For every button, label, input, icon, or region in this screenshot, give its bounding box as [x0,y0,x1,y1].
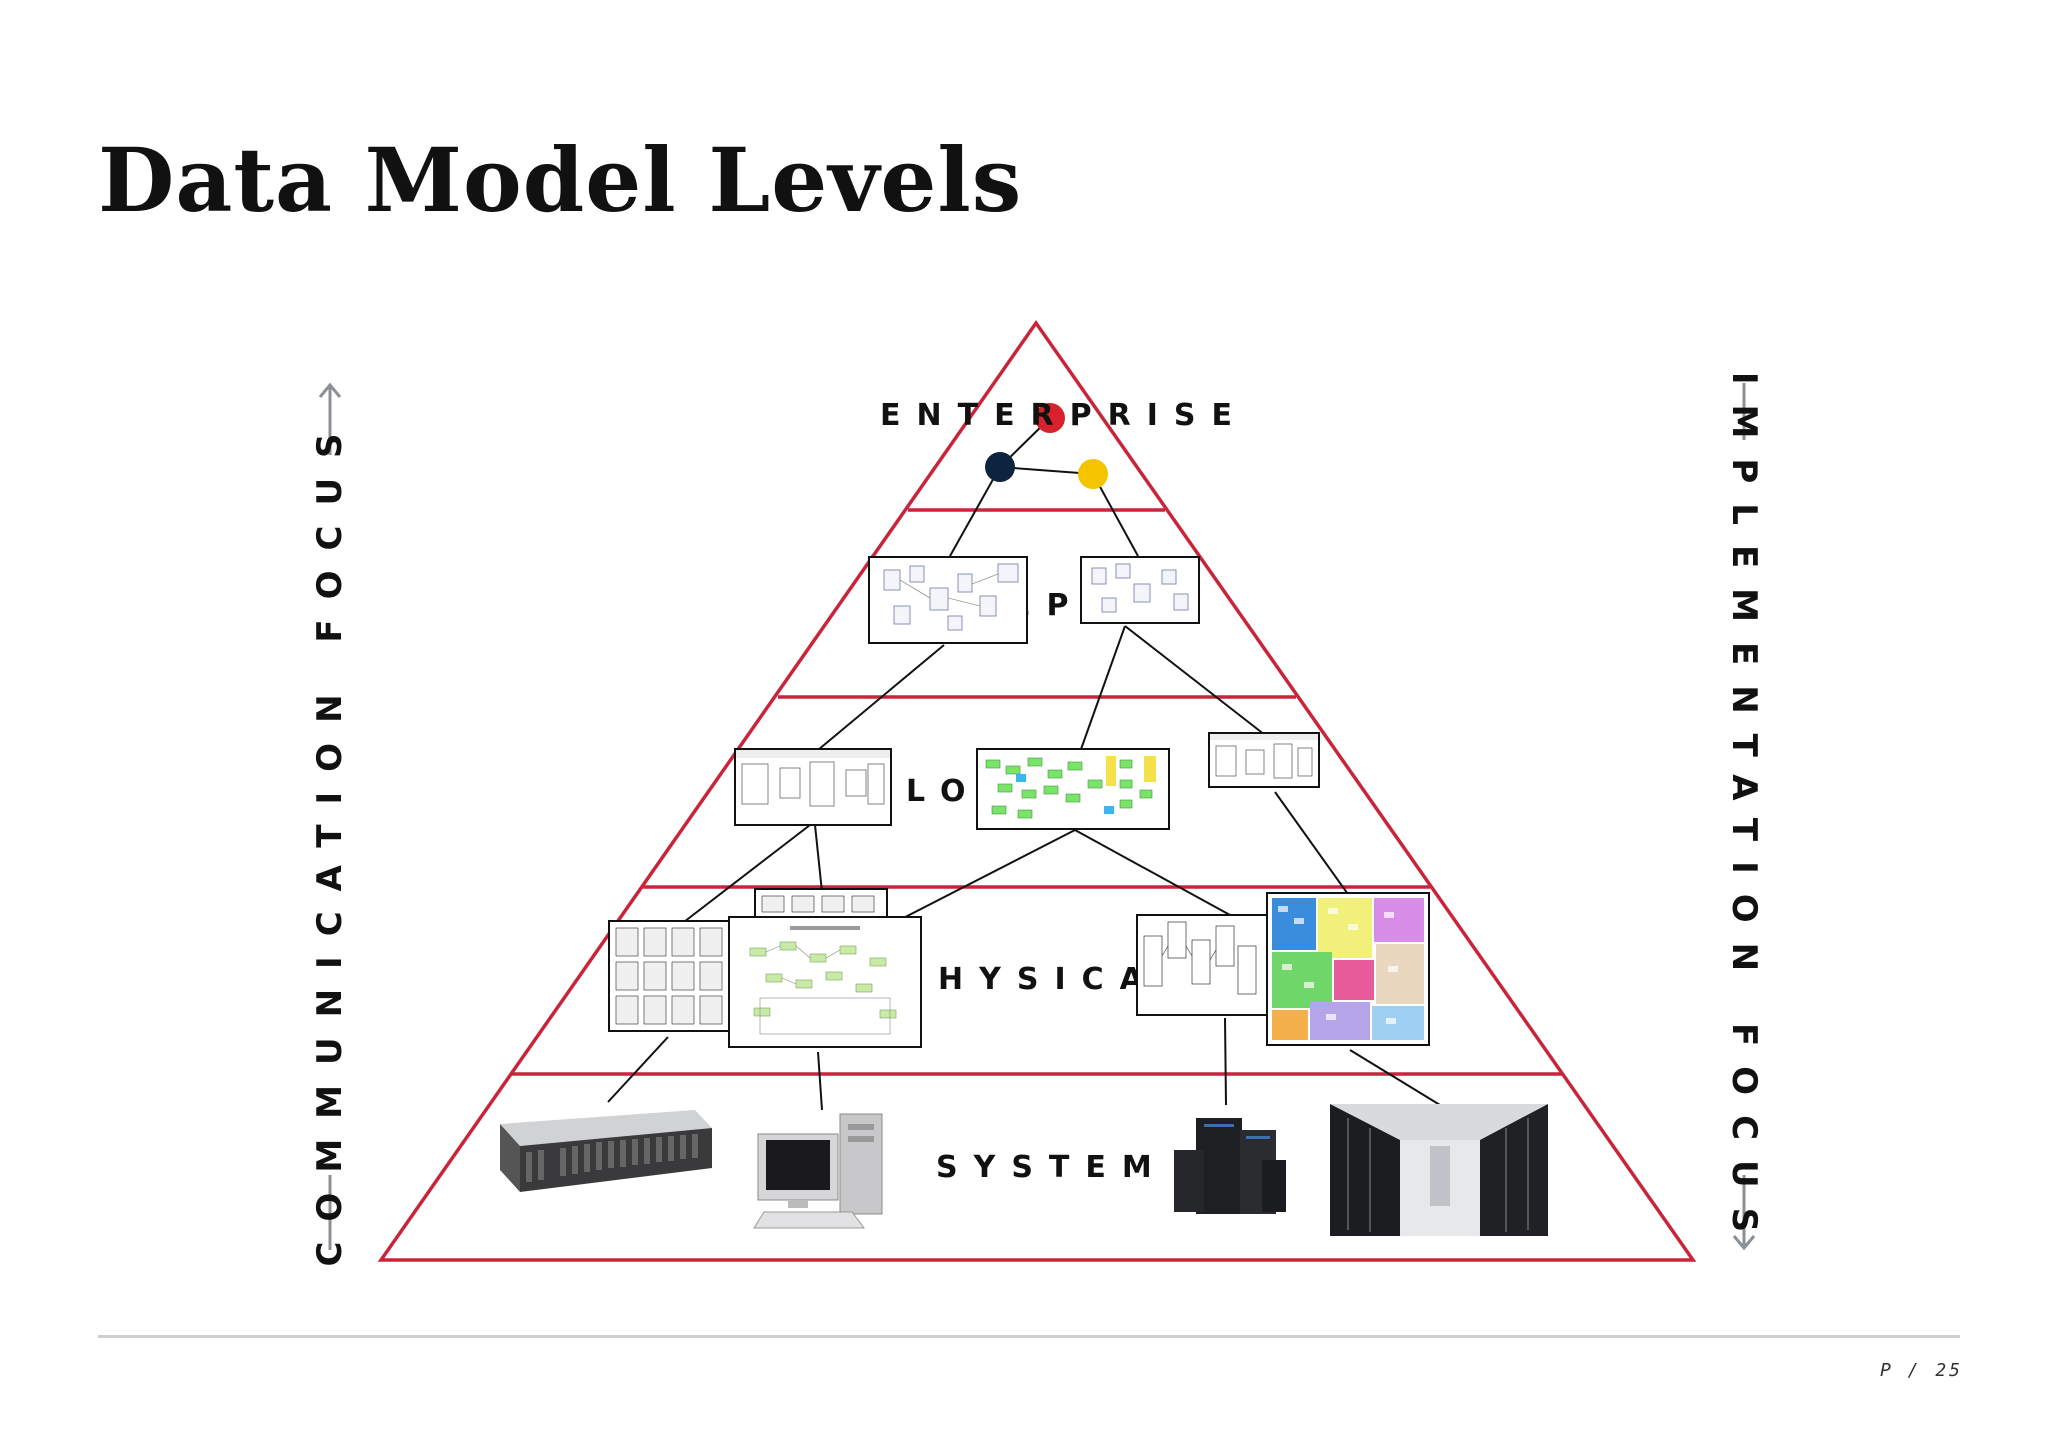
physical-schema-thumbnail [608,920,732,1032]
physical-colored-schema-thumbnail [1266,892,1430,1046]
enterprise-node-yellow [1078,459,1108,489]
logical-diagram-thumbnail [1208,732,1320,788]
footer-divider [98,1335,1960,1338]
communication-arrow [318,382,342,1250]
logical-er-colored-thumbnail [976,748,1170,830]
level-physical-label: HYSICA [938,962,1159,997]
enterprise-node-navy [985,452,1015,482]
conceptual-diagram-thumbnail [868,556,1028,644]
level-enterprise-label: ENTERPRISE [880,398,1249,433]
enterprise-node-red [1035,403,1065,433]
conceptual-diagram-thumbnail [1080,556,1200,624]
page-title: Data Model Levels [98,128,1023,232]
communication-focus-label: COMMUNICATION FOCUS [310,413,350,1267]
connection-lines [607,417,1441,1111]
implementation-arrow [1732,383,1756,1251]
physical-schema-thumbnail [1136,914,1272,1016]
page-number: P / 25 [1880,1360,1964,1381]
implementation-focus-label: IMPLEMENTATION FOCUS [1724,371,1764,1253]
physical-flow-thumbnail [728,916,922,1048]
level-logical-label: LO [906,774,982,809]
level-system-label: SYSTEM [936,1150,1168,1185]
logical-diagram-thumbnail [734,748,892,826]
physical-schema-thumbnail [754,888,888,920]
